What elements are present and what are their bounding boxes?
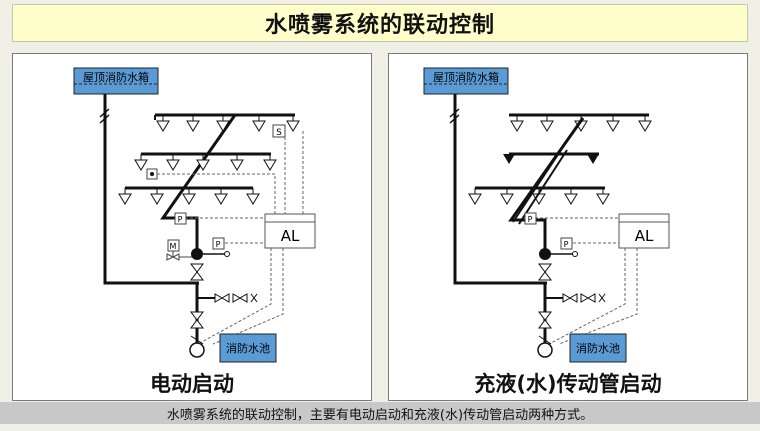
feed-pipe xyxy=(160,114,237,252)
nozzles-top xyxy=(510,115,652,132)
pressure-switch-2 xyxy=(212,237,225,250)
controller-label: AL xyxy=(281,227,300,245)
test-valves xyxy=(562,293,606,303)
subtitle-text: 水喷雾系统的联动控制，主要有电动启动和充液(水)传动管启动两种方式。 xyxy=(166,407,594,423)
panel-electric-start: 屋顶消防水箱 xyxy=(12,53,372,401)
svg-text:P: P xyxy=(564,240,569,249)
feed-pipe xyxy=(508,117,585,252)
pump xyxy=(189,342,205,358)
nozzles-top xyxy=(156,115,300,132)
page-title: 水喷雾系统的联动控制 xyxy=(264,13,495,38)
roof-tank xyxy=(423,67,509,95)
flow-switch-label: S xyxy=(276,128,282,138)
pressure-switch-1 xyxy=(524,212,537,225)
roof-tank-label: 屋顶消防水箱 xyxy=(433,70,499,84)
roof-tank-label: 屋顶消防水箱 xyxy=(83,70,149,84)
caption-electric-start: 电动启动 xyxy=(150,372,234,396)
deluge-valve xyxy=(539,248,551,260)
tank-main-pipe xyxy=(103,94,199,285)
fire-pool-label: 消防水池 xyxy=(576,341,620,355)
hydraulic-start-diagram: 屋顶消防水箱 AL xyxy=(423,67,670,363)
closed-sprinkler-2 xyxy=(587,154,599,164)
subtitle-bar: 水喷雾系统的联动控制，主要有电动启动和充液(水)传动管启动两种方式。 xyxy=(0,402,760,424)
nozzles-bottom xyxy=(118,188,260,205)
pressure-switch-2 xyxy=(560,237,573,250)
controller-al xyxy=(264,213,316,249)
fire-pool-label: 消防水池 xyxy=(226,341,270,355)
svg-text:P: P xyxy=(528,215,533,224)
test-valves xyxy=(214,293,258,303)
controller-label: AL xyxy=(635,227,654,245)
caption-hydraulic-start: 充液(水)传动管启动 xyxy=(474,372,662,396)
svg-text:P: P xyxy=(216,240,221,249)
title-bar: 水喷雾系统的联动控制 xyxy=(12,4,748,42)
pressure-switch-1 xyxy=(174,212,187,225)
nozzles-middle xyxy=(134,154,277,171)
deluge-valve xyxy=(191,248,203,260)
fire-pool xyxy=(219,333,277,363)
transmission-diagonal xyxy=(518,149,568,225)
nozzles-bottom xyxy=(468,188,610,205)
pump xyxy=(537,342,553,358)
tank-main-pipe xyxy=(453,94,547,285)
closed-sprinkler-1 xyxy=(503,154,515,164)
roof-tank xyxy=(73,67,159,95)
panel-hydraulic-start: 屋顶消防水箱 AL xyxy=(388,53,748,401)
fire-pool xyxy=(569,333,627,363)
controller-al xyxy=(618,213,670,249)
electric-start-diagram: 屋顶消防水箱 xyxy=(73,67,316,363)
svg-text:M: M xyxy=(170,242,177,251)
svg-text:P: P xyxy=(178,215,183,224)
flow-switch xyxy=(272,124,286,138)
